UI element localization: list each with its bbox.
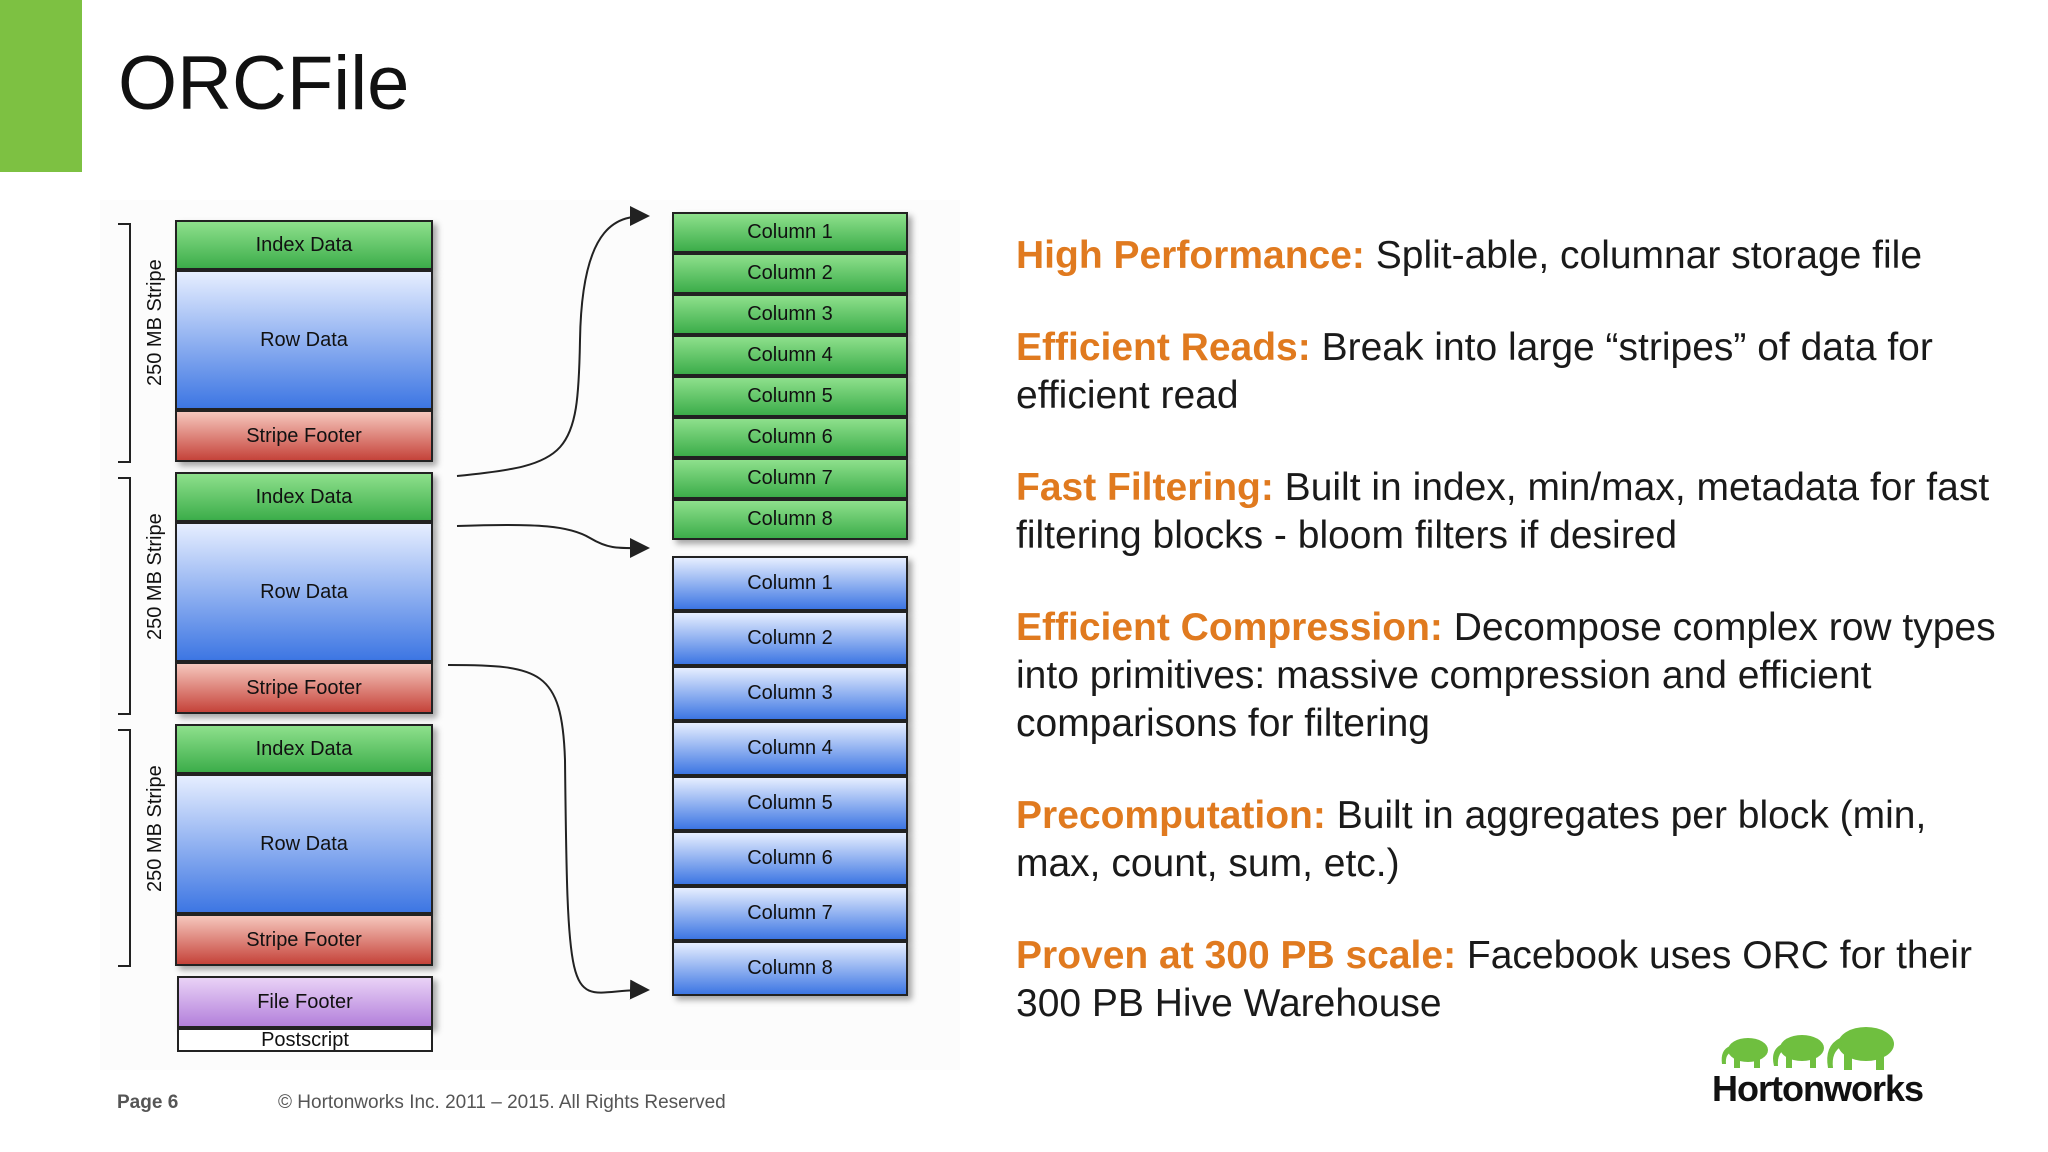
elephant-herd-icon [1721, 1027, 1894, 1070]
row-column-block: Column 7 [672, 886, 908, 941]
copyright-notice: © Hortonworks Inc. 2011 – 2015. All Righ… [278, 1092, 726, 1113]
feature-key: Efficient Compression: [1016, 606, 1443, 649]
stripe-size-label: 250 MB Stripe [144, 765, 166, 892]
index-column-block: Column 5 [672, 376, 908, 417]
feature-key: Efficient Reads: [1016, 326, 1311, 369]
row-column-block: Column 6 [672, 831, 908, 886]
row-data-block: Row Data [175, 774, 433, 914]
index-data-block: Index Data [175, 472, 433, 522]
slide-title: ORCFile [118, 41, 410, 126]
row-to-columns-arrow [456, 523, 650, 559]
feature-item: Fast Filtering: Built in index, min/max,… [1016, 464, 2016, 560]
stripe-size-label: 250 MB Stripe [144, 259, 166, 386]
index-column-block: Column 8 [672, 499, 908, 540]
hortonworks-logo-text: Hortonworks [1712, 1068, 1924, 1109]
file-footer-block: File Footer [177, 976, 433, 1028]
index-data-block: Index Data [175, 220, 433, 270]
page-number: Page 6 [117, 1092, 179, 1113]
stripe-footer-block: Stripe Footer [175, 662, 433, 714]
row-data-block: Row Data [175, 270, 433, 410]
feature-item: High Performance: Split-able, columnar s… [1016, 232, 2016, 280]
stripe-footer-block: Stripe Footer [175, 914, 433, 966]
feature-text: Built in index, min/max, metadata for fa… [1016, 466, 1990, 557]
stripe-size-label: 250 MB Stripe [144, 513, 166, 640]
postscript-block: Postscript [177, 1028, 433, 1052]
feature-key: Fast Filtering: [1016, 466, 1274, 509]
feature-key: High Performance: [1016, 234, 1365, 277]
feature-text: Facebook uses ORC for their 300 PB Hive … [1016, 934, 1972, 1025]
feature-item: Efficient Reads: Break into large “strip… [1016, 324, 2016, 420]
feature-list: High Performance: Split-able, columnar s… [1016, 232, 2016, 1072]
feature-text: Decompose complex row types into primiti… [1016, 606, 1996, 745]
orc-structure-diagram: 250 MB Stripe 250 MB Stripe 250 MB Strip… [100, 200, 960, 1070]
footer-to-columns-arrow [447, 664, 650, 1000]
index-to-columns-arrow [456, 206, 650, 477]
feature-key: Precomputation: [1016, 794, 1326, 837]
feature-text: Break into large “stripes” of data for e… [1016, 326, 1933, 417]
row-data-block: Row Data [175, 522, 433, 662]
index-column-block: Column 3 [672, 294, 908, 335]
row-column-block: Column 1 [672, 556, 908, 611]
index-column-block: Column 6 [672, 417, 908, 458]
feature-key: Proven at 300 PB scale: [1016, 934, 1457, 977]
stripe-brackets [118, 223, 131, 967]
index-column-block: Column 1 [672, 212, 908, 253]
row-column-block: Column 3 [672, 666, 908, 721]
index-data-block: Index Data [175, 724, 433, 774]
feature-item: Precomputation: Built in aggregates per … [1016, 792, 2016, 888]
stripe-footer-block: Stripe Footer [175, 410, 433, 462]
feature-text: Split-able, columnar storage file [1364, 234, 1923, 277]
title-accent-bar [0, 0, 82, 172]
feature-item: Efficient Compression: Decompose complex… [1016, 604, 2016, 748]
row-column-block: Column 5 [672, 776, 908, 831]
index-column-block: Column 4 [672, 335, 908, 376]
row-column-block: Column 4 [672, 721, 908, 776]
index-column-block: Column 2 [672, 253, 908, 294]
row-column-block: Column 8 [672, 941, 908, 996]
index-column-block: Column 7 [672, 458, 908, 499]
feature-item: Proven at 300 PB scale: Facebook uses OR… [1016, 932, 2016, 1028]
feature-text: Built in aggregates per block (min, max,… [1016, 794, 1927, 885]
diagram-connectors [118, 206, 650, 1000]
row-column-block: Column 2 [672, 611, 908, 666]
